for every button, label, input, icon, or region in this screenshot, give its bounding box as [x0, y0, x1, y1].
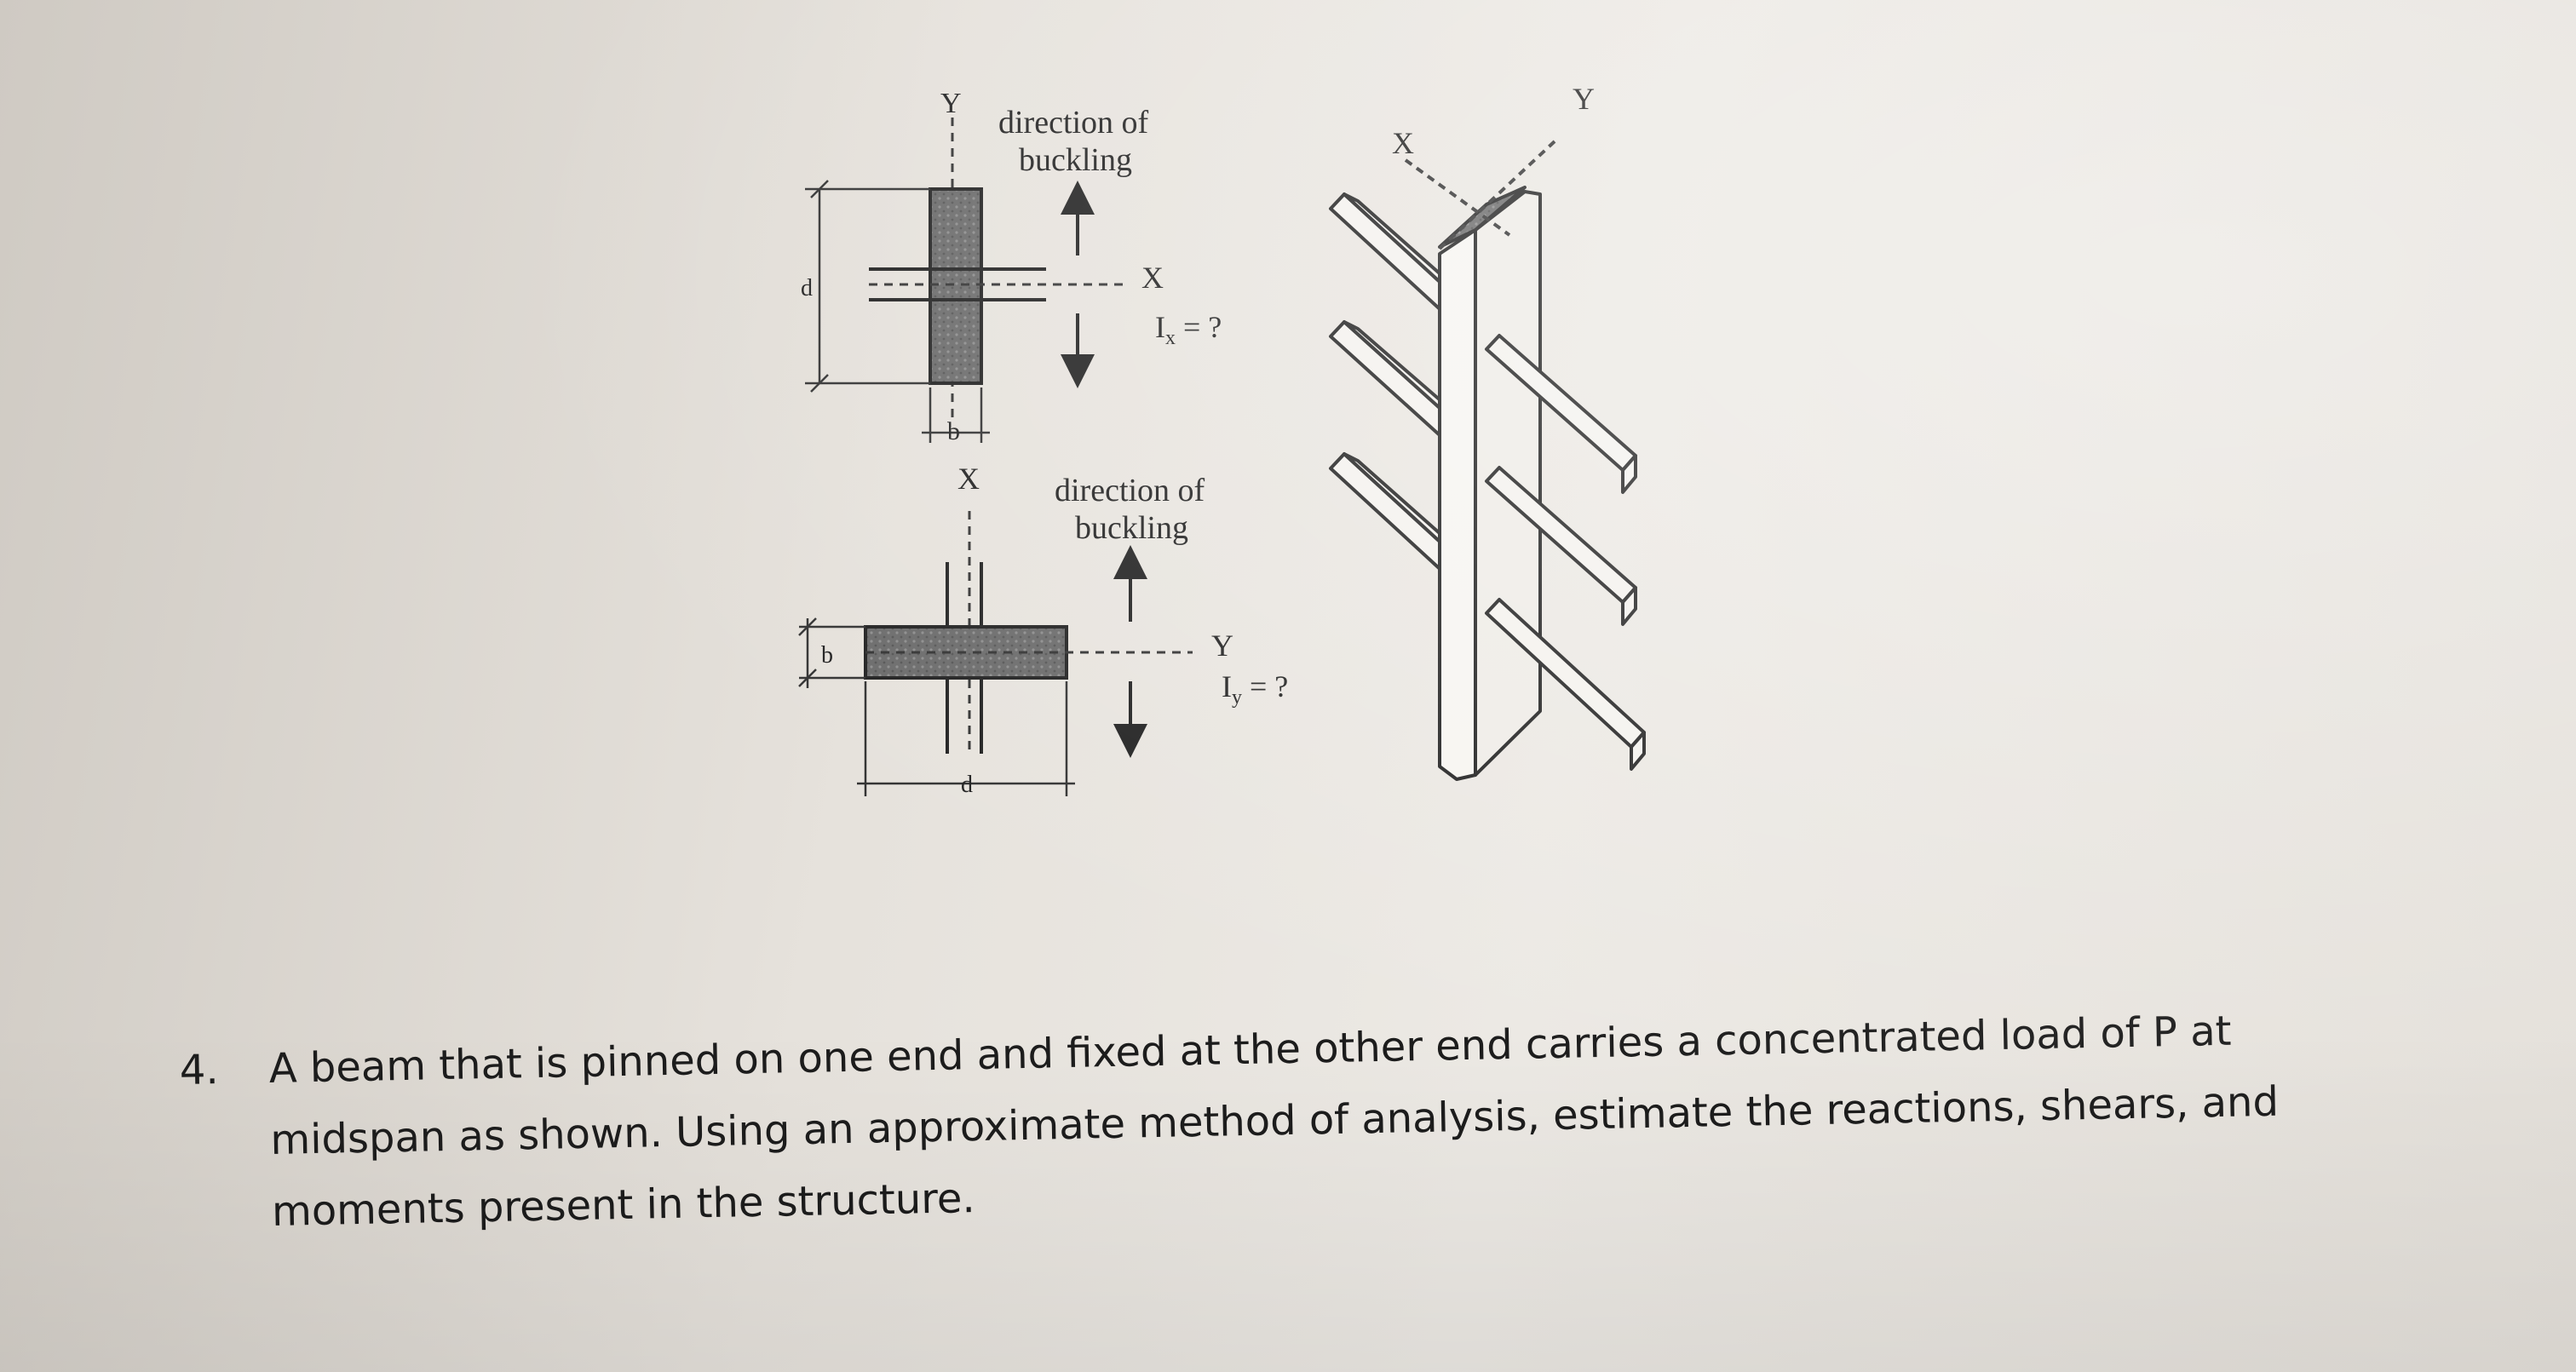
top-direction-label-line2: buckling: [1019, 142, 1132, 178]
isometric-column: [1329, 186, 1646, 781]
top-inertia-label: Ix = ?: [1155, 310, 1222, 349]
problem-statement: 4. A beam that is pinned on one end and …: [179, 993, 2363, 1249]
top-dim-depth-label: d: [801, 275, 813, 301]
top-axis-y-label: Y: [940, 88, 962, 119]
problem-number: 4.: [179, 1046, 220, 1094]
left-braces: [1329, 192, 1450, 578]
isometric-axis-x-label: X: [1392, 126, 1414, 160]
isometric-axes: X Y: [1392, 82, 1595, 250]
column-front-face: [1438, 228, 1477, 781]
problem-text: A beam that is pinned on one end and fix…: [268, 1007, 2280, 1236]
bottom-direction-label-line1: direction of: [1055, 473, 1205, 508]
top-direction-label-line1: direction of: [998, 105, 1149, 141]
top-cross-section: Y X d b direction of buckling: [801, 88, 1222, 445]
top-dim-width-label: b: [947, 417, 960, 445]
bottom-direction-label-line2: buckling: [1075, 510, 1188, 546]
bottom-dim-depth-label: d: [961, 772, 973, 798]
bottom-axis-y-label: Y: [1211, 629, 1233, 663]
top-axis-x-label: X: [1141, 261, 1164, 295]
bottom-dim-width-label: b: [821, 642, 833, 669]
isometric-axis-y-label: Y: [1573, 82, 1595, 116]
right-braces: [1485, 334, 1646, 771]
bottom-axis-x-label: X: [957, 462, 980, 496]
bottom-inertia-label: Iy = ?: [1222, 669, 1288, 709]
top-board-section: [929, 187, 983, 385]
bottom-cross-section: X Y b d direction of buckling: [798, 462, 1288, 798]
